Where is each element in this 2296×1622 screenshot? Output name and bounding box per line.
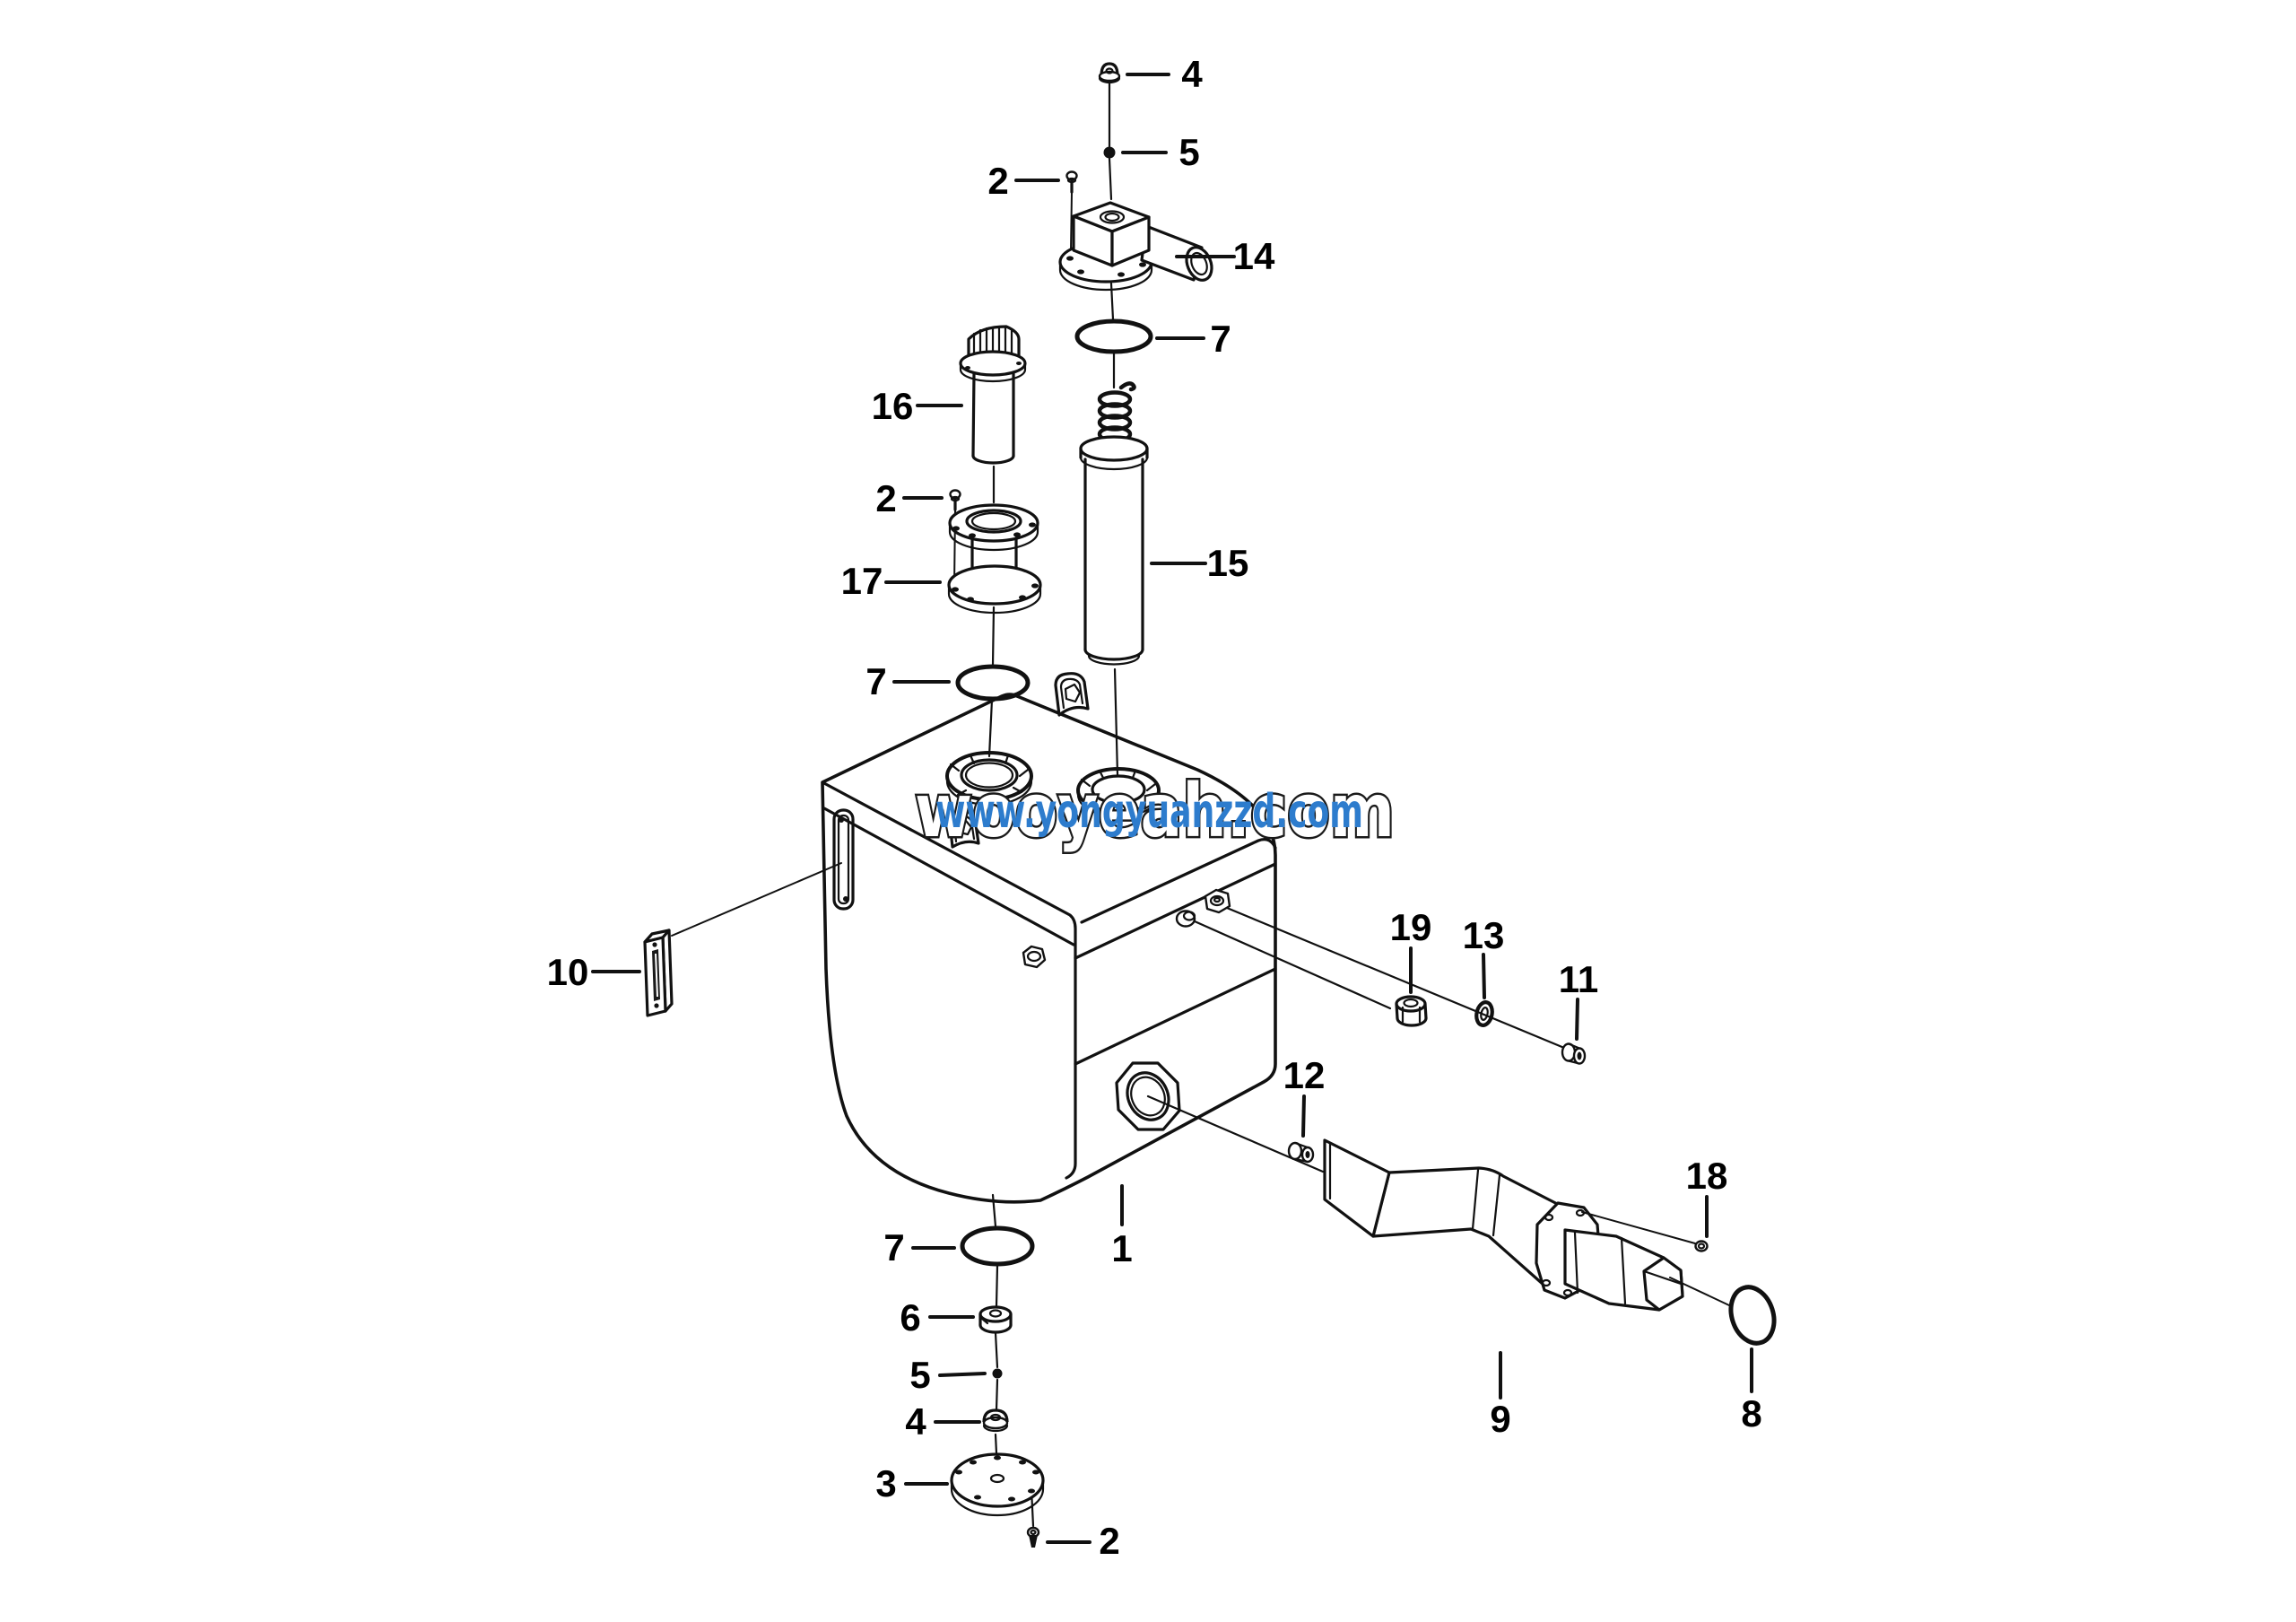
- right-face-round-fitting: [1175, 910, 1196, 928]
- callout-leader-lines: [591, 73, 1753, 1544]
- lifting-lug-rear: [1054, 672, 1090, 717]
- callout-6: 6: [900, 1296, 920, 1339]
- callout-2-top: 2: [987, 160, 1008, 202]
- callout-7-bottom: 7: [883, 1226, 904, 1269]
- callout-8: 8: [1741, 1392, 1761, 1435]
- callout-11: 11: [1559, 958, 1598, 1000]
- o-ring-7-bottom: [960, 1225, 1035, 1267]
- filler-neck-17: [947, 503, 1042, 615]
- callout-13: 13: [1463, 914, 1505, 956]
- o-ring-8: [1728, 1285, 1777, 1346]
- callout-5-top: 5: [1178, 131, 1199, 173]
- callout-18: 18: [1686, 1155, 1728, 1197]
- callout-4-top: 4: [1181, 53, 1203, 95]
- callout-12: 12: [1283, 1054, 1326, 1096]
- centerline-right-column: [1108, 82, 1119, 777]
- plug-nut-19: [1395, 995, 1428, 1027]
- callout-7-mid: 7: [865, 660, 886, 702]
- callout-5-bottom: 5: [909, 1354, 930, 1396]
- cap-nut-4-top: [1098, 62, 1121, 84]
- callout-17: 17: [841, 560, 883, 602]
- level-gauge-plate-10: [643, 862, 842, 1017]
- lifting-lug-front: [948, 810, 980, 849]
- suction-pipe-9: [1323, 1138, 1730, 1312]
- callout-2-bottom: 2: [1099, 1520, 1119, 1562]
- callout-14: 14: [1233, 235, 1275, 277]
- spacer-6: [978, 1305, 1013, 1334]
- callout-labels: 4 5 2 14 7 16 2 17 15 7 10 19 13 11 12 1…: [547, 53, 1762, 1562]
- callout-10: 10: [547, 951, 589, 993]
- left-face-plug: [1022, 945, 1047, 969]
- screw-2-bottom: [1026, 1526, 1040, 1548]
- bolt-12: [1287, 1141, 1315, 1164]
- callout-3: 3: [875, 1462, 896, 1504]
- hydraulic-tank-body: [821, 693, 1277, 1204]
- tank-filter-opening: [1076, 767, 1161, 818]
- level-gauge-slot: [832, 808, 855, 911]
- centerline-left-column: [987, 465, 996, 758]
- return-filter-15: [1079, 381, 1149, 666]
- right-face-hex-fitting: [1204, 888, 1231, 914]
- callout-1: 1: [1111, 1227, 1132, 1269]
- callout-7-top: 7: [1210, 318, 1231, 360]
- callout-15: 15: [1207, 542, 1249, 584]
- seal-washer-13: [1474, 1000, 1494, 1027]
- callout-4-bottom: 4: [905, 1400, 926, 1443]
- tank-filler-opening: [945, 751, 1033, 807]
- screw-2-top: [1065, 170, 1078, 252]
- callout-19: 19: [1390, 906, 1432, 948]
- callout-16: 16: [872, 385, 914, 427]
- breather-elbow-14: [1058, 201, 1213, 292]
- cap-nut-4-bottom: [982, 1408, 1009, 1433]
- watermark-blue: www.yongyuanzzd.com: [935, 785, 1363, 839]
- watermark-outline: wooyeah.com: [915, 769, 1395, 854]
- drain-cover-plate-3: [950, 1452, 1045, 1517]
- o-ring-7-mid: [955, 664, 1031, 702]
- plug-11: [1561, 1042, 1587, 1065]
- callout-9: 9: [1490, 1398, 1510, 1440]
- filler-breather-cap: [959, 325, 1027, 465]
- screw-18: [1694, 1240, 1709, 1252]
- steel-ball-5-top: [1103, 146, 1116, 159]
- steel-ball-5-bottom: [992, 1368, 1003, 1379]
- callout-2-mid: 2: [875, 477, 896, 519]
- o-ring-7-top: [1074, 318, 1153, 354]
